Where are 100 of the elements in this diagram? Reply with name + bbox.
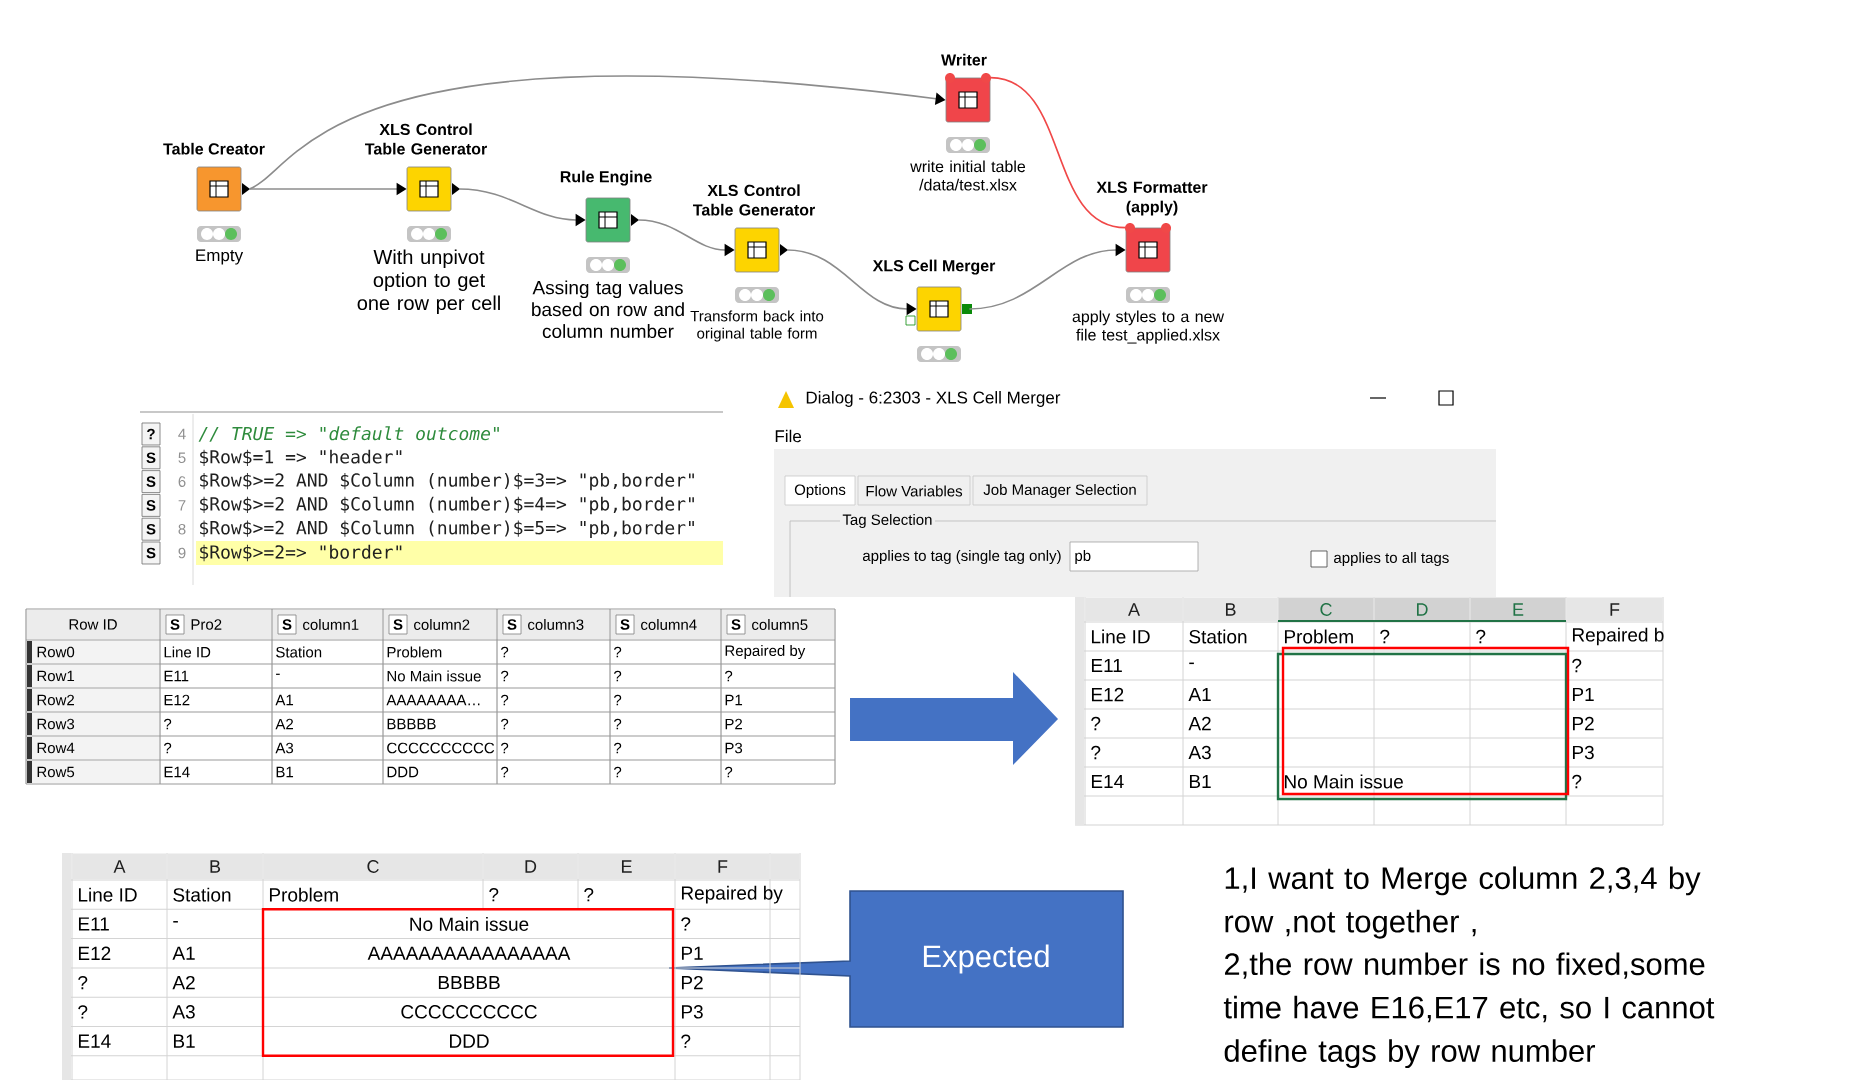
table-cell: A2 xyxy=(275,718,293,730)
table-cell: DDD xyxy=(387,766,419,778)
table-cell: E12 xyxy=(164,694,190,706)
table-cell: ? xyxy=(725,766,733,778)
note-text: 1,I want to Merge column 2,3,4 by row ,not together , xyxy=(1225,866,1701,939)
rule-status-badge: S xyxy=(141,470,161,493)
table-cell: AAAAAAAA… xyxy=(386,694,480,706)
table-cell: P1 xyxy=(725,694,743,706)
table-cell: - xyxy=(1189,662,1194,665)
rule-status-badge: ? xyxy=(141,422,161,446)
column-name: column1 xyxy=(303,619,359,630)
table-cell: CCCCCCCCCC xyxy=(387,742,495,754)
type-badge: S xyxy=(277,614,297,635)
column-name: column5 xyxy=(752,619,808,630)
code-line: $Row$=1 => "header" xyxy=(200,449,402,466)
node-annotation: With unpivot option to get one row per cell xyxy=(357,249,500,315)
line-number: 6 xyxy=(178,476,186,487)
table-cell: DDD xyxy=(450,1034,489,1048)
table-cell: ? xyxy=(614,742,622,754)
table-cell: E11 xyxy=(1092,658,1122,673)
table-cell: ? xyxy=(725,670,733,682)
table-cell: ? xyxy=(1572,774,1582,789)
table-cell: A3 xyxy=(1188,745,1211,760)
rule-status-badge: S xyxy=(141,494,161,517)
table-cell: ? xyxy=(1091,745,1101,760)
row-id-cell: Row4 xyxy=(27,737,159,759)
table-cell: A2 xyxy=(1188,716,1211,731)
tab: Flow Variables xyxy=(857,475,971,506)
table-cell: P3 xyxy=(725,742,743,754)
table-cell: ? xyxy=(681,917,691,931)
type-badge: S xyxy=(388,614,408,635)
table-cell: A1 xyxy=(275,694,294,706)
type-badge: S xyxy=(726,614,746,635)
row-id-cell: Row5 xyxy=(27,761,159,783)
field-label: applies to tag (single tag only) xyxy=(862,550,1061,564)
type-badge: S xyxy=(165,614,185,635)
table-cell: Line ID xyxy=(79,887,137,902)
rule-status-badge: S xyxy=(141,517,161,541)
type-badge: S xyxy=(502,614,522,635)
column-header: F xyxy=(1566,597,1663,621)
node-title: Writer xyxy=(941,53,987,66)
table-cell: No Main issue xyxy=(387,670,481,682)
code-line: $Row$>=2 AND $Column (number)$=3=> "pb,border" xyxy=(200,472,694,491)
line-number: 4 xyxy=(178,428,186,440)
table-cell: E11 xyxy=(79,917,109,931)
table-cell: E14 xyxy=(79,1034,111,1048)
table-cell: ? xyxy=(164,742,172,754)
window-title: Dialog - 6:2303 - XLS Cell Merger xyxy=(806,391,1061,407)
table-cell: Problem xyxy=(270,887,338,902)
table-cell: ? xyxy=(78,975,88,990)
line-number: 5 xyxy=(178,452,186,464)
code-line: $Row$>=2 AND $Column (number)$=5=> "pb,border" xyxy=(200,520,694,538)
table-cell: Station xyxy=(276,646,322,658)
table-cell: BBBBB xyxy=(438,976,500,990)
column-name: Pro2 xyxy=(191,619,222,630)
table-cell: - xyxy=(276,673,280,675)
code-line: // TRUE => "default outcome" xyxy=(198,426,499,442)
table-cell: P1 xyxy=(1573,687,1594,702)
node-annotation: Empty xyxy=(196,249,244,265)
table-cell: P2 xyxy=(725,718,742,730)
node-annotation: write initial table /data/test.xlsx xyxy=(910,160,1026,191)
table-cell: E12 xyxy=(79,946,111,960)
table-cell: Line ID xyxy=(164,646,211,658)
node-annotation: Assing tag values based on row and column number xyxy=(532,280,684,339)
rule-status-badge: S xyxy=(141,541,161,565)
column-name: column3 xyxy=(528,619,584,630)
table-cell: ? xyxy=(501,766,509,778)
line-number: 8 xyxy=(178,523,186,535)
table-cell: ? xyxy=(1476,629,1486,644)
tab: Job Manager Selection xyxy=(972,475,1148,506)
table-cell: ? xyxy=(614,646,622,658)
group-title: Tag Selection xyxy=(842,514,932,528)
table-cell: B1 xyxy=(276,766,294,778)
table-cell: Problem xyxy=(387,646,442,658)
column-header: A xyxy=(72,853,167,879)
table-cell: A1 xyxy=(1188,687,1211,702)
table-cell: ? xyxy=(501,646,509,658)
table-cell: ? xyxy=(78,1005,88,1019)
table-cell: A2 xyxy=(172,975,195,990)
column-header: B xyxy=(1183,597,1278,621)
table-cell: Repaired b xyxy=(1573,627,1664,646)
column-name: column2 xyxy=(414,619,470,630)
table-cell: ? xyxy=(501,742,509,754)
table-cell: P2 xyxy=(682,975,703,990)
table-cell: A3 xyxy=(275,742,294,754)
table-cell: P3 xyxy=(682,1005,703,1019)
table-cell: No Main issue xyxy=(410,916,529,931)
table-cell: ? xyxy=(1091,716,1101,731)
column-header: E xyxy=(1469,597,1567,622)
line-number: 7 xyxy=(178,500,186,511)
note-text: 2,the row number is no fixed,some time have E16,E17 etc, so I cannot define tags by row number xyxy=(1223,952,1715,1069)
menu-item: File xyxy=(775,429,802,443)
table-cell: P2 xyxy=(1573,716,1594,731)
input-field: pb xyxy=(1069,541,1199,572)
table-cell: B1 xyxy=(174,1034,195,1048)
table-cell: A1 xyxy=(172,946,195,960)
table-cell: A3 xyxy=(172,1005,195,1019)
table-cell: - xyxy=(173,921,178,923)
column-name: column4 xyxy=(641,619,697,630)
table-cell: ? xyxy=(1572,658,1582,673)
